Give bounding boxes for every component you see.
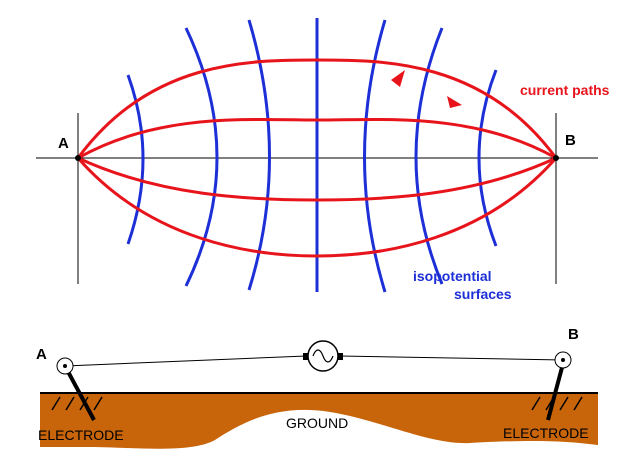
current-path xyxy=(76,157,558,258)
label-electrode-right: ELECTRODE xyxy=(503,425,589,441)
current-path xyxy=(77,156,557,202)
label-electrode-left: ELECTRODE xyxy=(38,427,124,443)
label-surfaces: surfaces xyxy=(454,286,512,302)
label-point-b-top: B xyxy=(565,132,576,149)
isopotential-line xyxy=(126,74,145,245)
isopotential-surfaces xyxy=(126,18,498,293)
current-path xyxy=(76,58,558,159)
isopotential-line xyxy=(184,27,219,287)
terminal-a xyxy=(56,357,74,375)
isopotential-line xyxy=(247,19,271,291)
label-isopotential: isopotential xyxy=(413,268,492,284)
isopotential-line xyxy=(477,69,498,247)
current-paths xyxy=(76,58,558,258)
label-current-paths: current paths xyxy=(520,82,610,98)
electrode-point-a xyxy=(75,155,81,161)
current-arrow-icon xyxy=(391,70,405,87)
label-ground: GROUND xyxy=(286,415,349,431)
electrode-rod-b xyxy=(546,359,566,421)
label-point-a-bottom: A xyxy=(36,346,47,363)
label-point-b-bottom: B xyxy=(568,326,579,343)
current-path xyxy=(77,117,557,160)
electrode-point-b xyxy=(553,155,559,161)
wire-left xyxy=(64,355,307,367)
isopotential-line xyxy=(363,19,387,293)
isopotential-line xyxy=(414,27,444,285)
ground-body xyxy=(40,393,598,449)
wire-right xyxy=(339,355,564,361)
label-point-a-top: A xyxy=(58,135,69,152)
terminal-b xyxy=(554,351,572,369)
electrode-rod-a xyxy=(63,365,96,421)
current-arrow-icon xyxy=(447,96,462,108)
ac-source-icon xyxy=(303,340,343,372)
